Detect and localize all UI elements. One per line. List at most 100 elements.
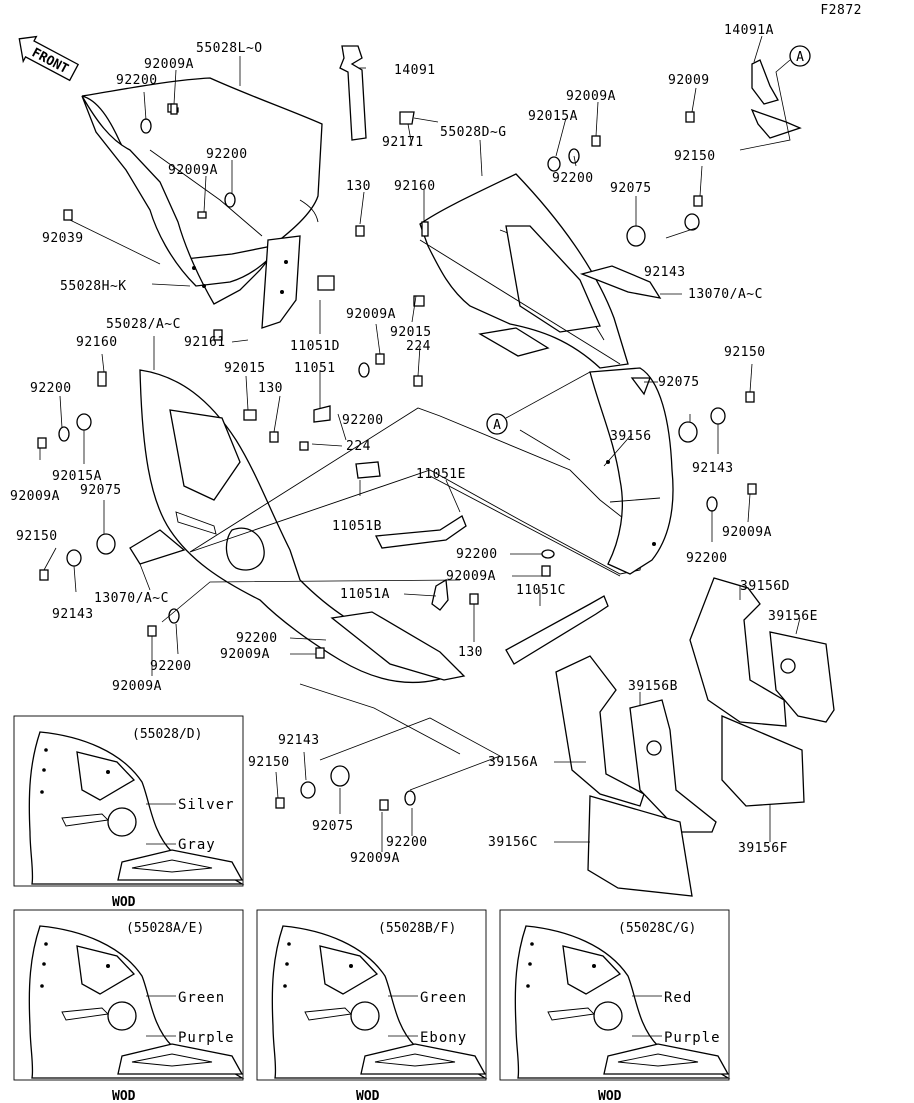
svg-text:92200: 92200 — [686, 551, 728, 566]
svg-text:92009A: 92009A — [722, 525, 772, 540]
svg-text:39156B: 39156B — [628, 679, 678, 694]
svg-text:11051D: 11051D — [290, 339, 340, 354]
svg-text:92015A: 92015A — [52, 469, 102, 484]
svg-text:92009: 92009 — [668, 73, 710, 88]
svg-text:Gray: Gray — [178, 837, 216, 853]
svg-text:55028/A~C: 55028/A~C — [106, 317, 181, 332]
svg-text:92009A: 92009A — [346, 307, 396, 322]
svg-text:92143: 92143 — [278, 733, 320, 748]
side-panel-a — [589, 367, 674, 575]
svg-text:92009A: 92009A — [144, 57, 194, 72]
svg-text:130: 130 — [258, 381, 283, 396]
svg-text:92171: 92171 — [382, 135, 424, 150]
bracket-11051c — [505, 595, 609, 665]
svg-text:92075: 92075 — [658, 375, 700, 390]
svg-text:92009A: 92009A — [566, 89, 616, 104]
svg-text:(55028/D): (55028/D) — [132, 727, 202, 742]
svg-text:39156F: 39156F — [738, 841, 788, 856]
svg-text:11051C: 11051C — [516, 583, 566, 598]
svg-text:92009A: 92009A — [10, 489, 60, 504]
svg-text:Ebony: Ebony — [420, 1030, 467, 1046]
variant-box-55028-d: (55028/D) Silver Gray WOD — [13, 715, 244, 910]
svg-text:92150: 92150 — [16, 529, 58, 544]
svg-text:11051E: 11051E — [416, 467, 466, 482]
svg-text:92143: 92143 — [52, 607, 94, 622]
svg-text:92200: 92200 — [386, 835, 428, 850]
svg-text:92200: 92200 — [206, 147, 248, 162]
svg-text:13070/A~C: 13070/A~C — [688, 287, 763, 302]
svg-text:Silver: Silver — [178, 797, 235, 813]
svg-text:11051: 11051 — [294, 361, 336, 376]
svg-text:WOD: WOD — [598, 1089, 622, 1103]
svg-text:A: A — [493, 418, 501, 433]
svg-text:11051A: 11051A — [340, 587, 390, 602]
svg-text:Green: Green — [420, 990, 467, 1006]
bolt-icons — [37, 103, 757, 811]
svg-text:92143: 92143 — [644, 265, 686, 280]
svg-text:92150: 92150 — [248, 755, 290, 770]
pad-39156e — [769, 631, 835, 723]
pad-39156c — [587, 795, 693, 897]
bracket-11051a — [431, 578, 449, 611]
duct-13070-upper — [579, 265, 662, 299]
svg-text:(55028C/G): (55028C/G) — [618, 921, 696, 936]
svg-text:92075: 92075 — [610, 181, 652, 196]
svg-text:92200: 92200 — [116, 73, 158, 88]
svg-text:39156C: 39156C — [488, 835, 538, 850]
inner-panel-h-k — [81, 95, 279, 305]
svg-text:(55028B/F): (55028B/F) — [378, 921, 456, 936]
front-arrow-icon: FRONT — [18, 35, 80, 82]
svg-text:92150: 92150 — [674, 149, 716, 164]
callout-a-top: A — [789, 45, 811, 67]
svg-text:WOD: WOD — [112, 1089, 136, 1103]
svg-text:39156D: 39156D — [740, 579, 790, 594]
svg-text:WOD: WOD — [112, 895, 136, 910]
svg-text:92075: 92075 — [312, 819, 354, 834]
svg-text:13070/A~C: 13070/A~C — [94, 591, 169, 606]
grommet-icons — [66, 156, 726, 799]
svg-text:39156: 39156 — [610, 429, 652, 444]
variant-box-55028b-f: (55028B/F) Green Ebony WOD — [256, 909, 487, 1103]
svg-text:130: 130 — [346, 179, 371, 194]
svg-text:92200: 92200 — [30, 381, 72, 396]
part-labels: 55028L~O 92009A 92200 92200 92009A 92039… — [10, 23, 817, 866]
svg-text:Green: Green — [178, 990, 225, 1006]
svg-text:92200: 92200 — [456, 547, 498, 562]
svg-text:92200: 92200 — [150, 659, 192, 674]
bracket-11051b — [374, 515, 467, 549]
svg-text:92160: 92160 — [76, 335, 118, 350]
svg-text:11051B: 11051B — [332, 519, 382, 534]
svg-text:A: A — [796, 50, 804, 65]
svg-text:14091: 14091 — [394, 63, 436, 78]
svg-text:92009A: 92009A — [220, 647, 270, 662]
svg-text:92015A: 92015A — [528, 109, 578, 124]
svg-text:14091A: 14091A — [724, 23, 774, 38]
svg-text:92015: 92015 — [224, 361, 266, 376]
svg-text:92150: 92150 — [724, 345, 766, 360]
svg-text:92009A: 92009A — [168, 163, 218, 178]
svg-text:92161: 92161 — [184, 335, 226, 350]
svg-text:224: 224 — [406, 339, 431, 354]
svg-text:Purple: Purple — [178, 1030, 235, 1046]
svg-text:39156A: 39156A — [488, 755, 538, 770]
svg-text:Red: Red — [664, 990, 692, 1006]
svg-text:92015: 92015 — [390, 325, 432, 340]
pad-39156a — [555, 655, 645, 807]
svg-text:55028D~G: 55028D~G — [440, 125, 507, 140]
bracket-14091a — [751, 59, 779, 105]
svg-text:92009A: 92009A — [112, 679, 162, 694]
svg-text:92009A: 92009A — [350, 851, 400, 866]
svg-text:55028H~K: 55028H~K — [60, 279, 127, 294]
svg-text:55028L~O: 55028L~O — [196, 41, 263, 56]
svg-text:92039: 92039 — [42, 231, 84, 246]
svg-text:92200: 92200 — [236, 631, 278, 646]
pad-39156f — [721, 715, 805, 807]
duct-13070-lower — [129, 529, 186, 565]
svg-text:92009A: 92009A — [446, 569, 496, 584]
clip-icons — [97, 221, 429, 421]
svg-text:92200: 92200 — [552, 171, 594, 186]
leader-lines — [39, 35, 801, 852]
svg-text:130: 130 — [458, 645, 483, 660]
variant-box-55028a-e: (55028A/E) Green Purple WOD — [13, 909, 244, 1103]
svg-text:WOD: WOD — [356, 1089, 380, 1103]
